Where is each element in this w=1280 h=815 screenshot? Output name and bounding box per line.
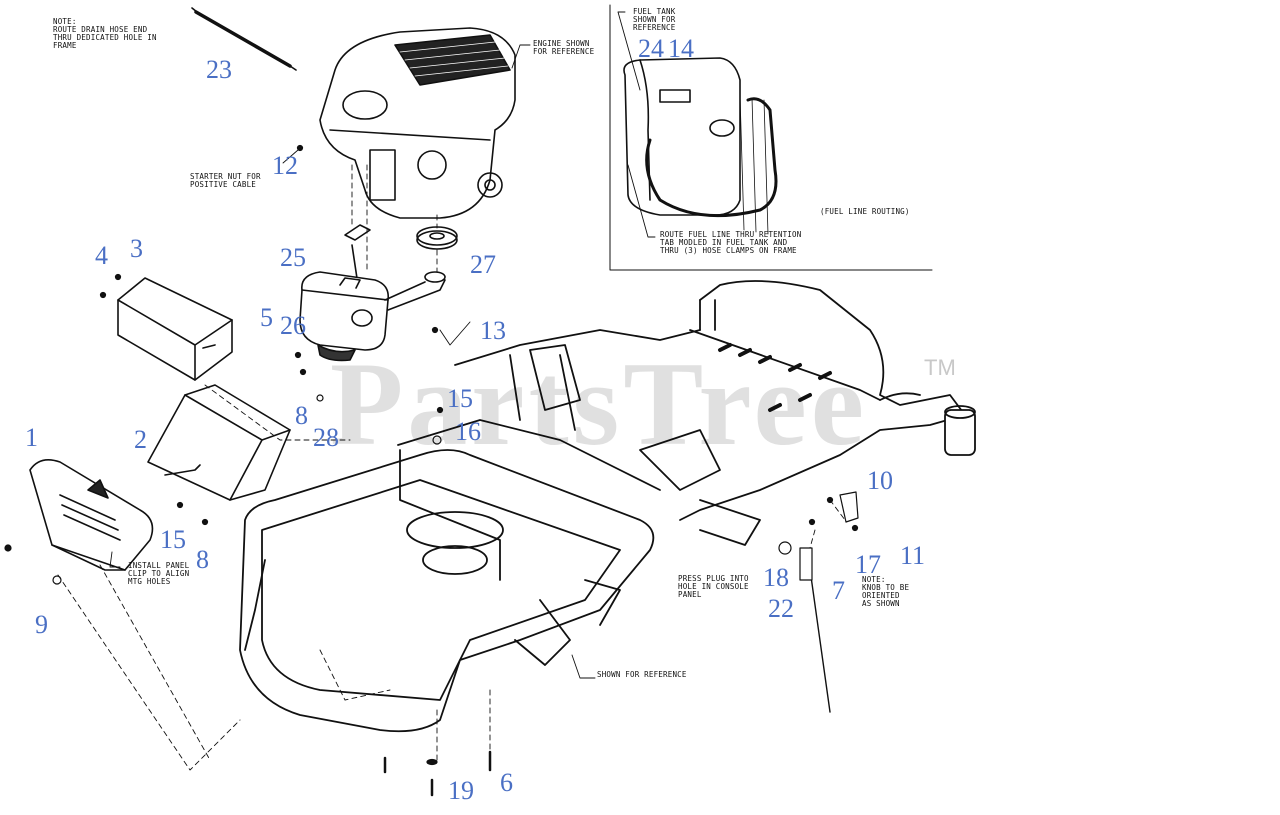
callout-14[interactable]: 14	[668, 34, 694, 63]
callout-16[interactable]: 16	[455, 417, 481, 446]
callout-4[interactable]: 4	[95, 241, 108, 270]
fuel-tank-reference-note: FUEL TANK SHOWN FOR REFERENCE	[633, 7, 676, 32]
callout-22[interactable]: 22	[768, 594, 794, 623]
callout-24[interactable]: 24	[638, 34, 664, 63]
callout-8-lower[interactable]: 8	[196, 545, 209, 574]
knob-orientation-note: NOTE: KNOB TO BE ORIENTED AS SHOWN	[862, 575, 910, 608]
drain-hose-part	[191, 7, 297, 71]
callout-15-lower[interactable]: 15	[160, 525, 186, 554]
drain-hose-note: NOTE: ROUTE DRAIN HOSE END THRU DEDICATE…	[53, 17, 157, 50]
callout-8-upper[interactable]: 8	[295, 401, 308, 430]
shown-for-reference-note: SHOWN FOR REFERENCE	[597, 670, 687, 679]
engine-reference-note: ENGINE SHOWN FOR REFERENCE	[533, 39, 595, 56]
console-panel-part	[29, 459, 154, 571]
callout-10[interactable]: 10	[867, 466, 893, 495]
callout-5[interactable]: 5	[260, 303, 273, 332]
callout-9[interactable]: 9	[35, 610, 48, 639]
callout-15-upper[interactable]: 15	[447, 384, 473, 413]
fuel-line-routing-note: (FUEL LINE ROUTING)	[820, 207, 910, 216]
starter-nut-note: STARTER NUT FOR POSITIVE CABLE	[190, 172, 261, 189]
trademark-mark: TM	[924, 355, 956, 380]
callout-26[interactable]: 26	[280, 311, 306, 340]
callout-19[interactable]: 19	[448, 776, 474, 805]
route-fuel-line-note: ROUTE FUEL LINE THRU RETENTION TAB MODLE…	[660, 230, 802, 255]
callout-12[interactable]: 12	[272, 151, 298, 180]
callout-11[interactable]: 11	[900, 541, 926, 570]
callout-28[interactable]: 28	[313, 423, 339, 452]
callout-3[interactable]: 3	[130, 234, 143, 263]
callout-6[interactable]: 6	[500, 768, 513, 797]
press-plug-note: PRESS PLUG INTO HOLE IN CONSOLE PANEL	[678, 574, 749, 599]
engine-part	[319, 27, 516, 219]
muffler-part	[299, 224, 446, 362]
callout-17[interactable]: 17	[855, 550, 881, 579]
callout-1[interactable]: 1	[25, 423, 38, 452]
battery-box-part	[117, 277, 233, 381]
callout-23[interactable]: 23	[206, 55, 232, 84]
mower-frame	[239, 280, 976, 733]
callout-13[interactable]: 13	[480, 316, 506, 345]
fuel-tank-inset	[609, 4, 933, 271]
callout-2[interactable]: 2	[134, 425, 147, 454]
callout-18[interactable]: 18	[763, 563, 789, 592]
callout-25[interactable]: 25	[280, 243, 306, 272]
callout-7[interactable]: 7	[832, 576, 845, 605]
callout-27[interactable]: 27	[470, 250, 496, 279]
note-leaders	[109, 11, 656, 679]
install-panel-note: INSTALL PANEL CLIP TO ALIGN MTG HOLES	[128, 561, 190, 586]
fasteners	[4, 144, 859, 797]
battery-tray-part	[147, 384, 291, 501]
